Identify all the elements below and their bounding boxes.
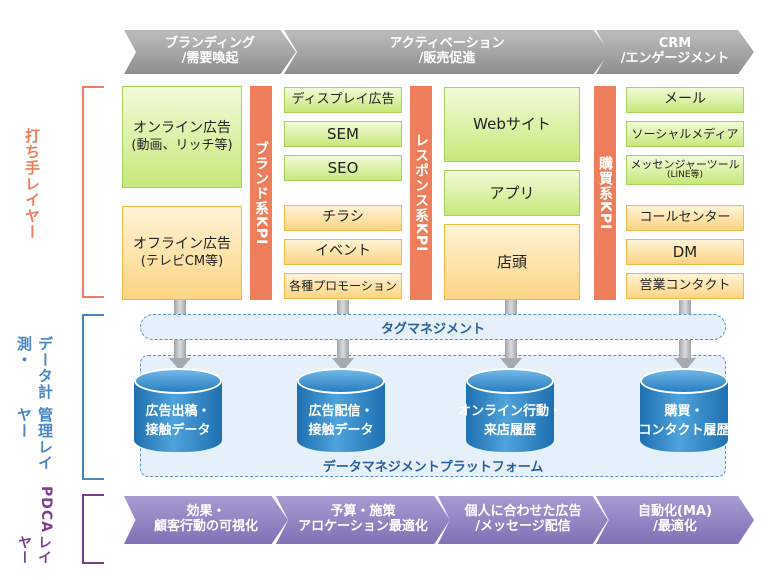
- pdca-visualization-subtitle: 顧客行動の可視化: [153, 519, 258, 534]
- stage-crm-chevron: CRM /エンゲージメント: [596, 30, 754, 74]
- app-box: アプリ: [444, 170, 580, 216]
- response-kpi-bar: レスポンス系KPI: [410, 86, 432, 300]
- data-management-platform-label: データマネジメントプラットフォーム: [322, 460, 544, 475]
- pdca-layer-label-line1: PDCA: [38, 486, 54, 533]
- pdca-personalized-title: 個人に合わせた広告: [464, 504, 582, 520]
- pdca-allocation-subtitle: アロケーション最適化: [298, 519, 428, 534]
- display-ad-box: ディスプレイ広告: [284, 87, 402, 113]
- pdca-layer-label-line2: レイヤー: [16, 535, 52, 565]
- stage-branding-chevron: ブランディング /需要喚起: [124, 30, 296, 74]
- dm-box: DM: [626, 239, 744, 265]
- pdca-personalized-chevron: 個人に合わせた広告 /メッセージ配信: [438, 496, 608, 544]
- stage-crm-subtitle: /エンゲージメント: [620, 51, 730, 66]
- pdca-layer-label: PDCA レイヤー: [14, 486, 54, 566]
- messenger-tool-note: (LINE等): [666, 170, 704, 181]
- sales-contact-box: 営業コンタクト: [626, 273, 744, 299]
- website-box: Webサイト: [444, 87, 580, 162]
- online-ad-box: オンライン広告 (動画、リッチ等): [122, 86, 242, 188]
- purchase-kpi-bar: 購買系KPI: [594, 86, 616, 300]
- store-box: 店頭: [444, 224, 580, 300]
- pdca-automation-subtitle: /最適化: [653, 519, 697, 534]
- tag-management-label: タグマネジメント: [380, 321, 485, 337]
- stage-branding-title: ブランディング: [164, 36, 256, 52]
- call-center-box: コールセンター: [626, 205, 744, 231]
- offline-ad-note: (テレビCM等): [140, 253, 224, 269]
- pdca-visualization-title: 効果・: [186, 504, 226, 520]
- stage-branding-subtitle: /需要喚起: [181, 51, 239, 66]
- email-box: メール: [626, 87, 744, 113]
- pdca-visualization-chevron: 効果・ 顧客行動の可視化: [124, 496, 288, 544]
- messenger-tool-box: メッセンジャーツール (LINE等): [626, 155, 744, 185]
- pdca-automation-chevron: 自動化(MA) /最適化: [596, 496, 754, 544]
- pdca-allocation-chevron: 予算・施策 アロケーション最適化: [276, 496, 450, 544]
- database-icon: [466, 368, 554, 394]
- stage-activation-title: アクティベーション: [389, 36, 505, 52]
- tag-management-bar: タグマネジメント: [140, 314, 726, 340]
- social-media-box: ソーシャルメディア: [626, 121, 744, 147]
- database-icon: [134, 368, 222, 394]
- database-icon: [640, 368, 728, 394]
- database-purchase-contact: 購買・ コンタクト履歴: [638, 368, 730, 452]
- stage-activation-chevron: アクティベーション /販売促進: [284, 30, 610, 74]
- pdca-layer-bracket: [82, 494, 104, 564]
- offline-ad-title: オフライン広告: [133, 236, 231, 253]
- data-layer-label-line1: データ計測・: [15, 336, 54, 400]
- data-layer-label: データ計測・ 管理レイヤー: [14, 336, 56, 476]
- flyer-box: チラシ: [284, 205, 402, 231]
- event-box: イベント: [284, 239, 402, 265]
- action-layer-label: 打ち手レイヤー: [23, 128, 41, 240]
- database-ad-exposure: 広告出稿・ 接触データ: [134, 368, 222, 452]
- pdca-personalized-subtitle: /メッセージ配信: [475, 519, 571, 534]
- brand-kpi-bar: ブランド系KPI: [250, 86, 272, 300]
- data-layer-bracket: [82, 314, 104, 480]
- sem-box: SEM: [284, 121, 402, 147]
- database-icon: [297, 368, 385, 394]
- online-ad-note: (動画、リッチ等): [131, 137, 233, 153]
- data-layer-label-line2: 管理レイヤー: [15, 407, 54, 471]
- database-ad-delivery: 広告配信・ 接触データ: [297, 368, 385, 452]
- messenger-tool-title: メッセンジャーツール: [630, 158, 740, 171]
- promotion-box: 各種プロモーション: [284, 273, 402, 299]
- database-online-behavior: オンライン行動・ 来店履歴: [458, 368, 562, 452]
- seo-box: SEO: [284, 155, 402, 181]
- stage-crm-title: CRM: [658, 36, 692, 52]
- stage-activation-subtitle: /販売促進: [418, 51, 476, 66]
- online-ad-title: オンライン広告: [133, 120, 231, 137]
- pdca-allocation-title: 予算・施策: [330, 504, 396, 520]
- offline-ad-box: オフライン広告 (テレビCM等): [122, 206, 242, 300]
- pdca-automation-title: 自動化(MA): [638, 504, 712, 520]
- action-layer-bracket: [82, 86, 104, 298]
